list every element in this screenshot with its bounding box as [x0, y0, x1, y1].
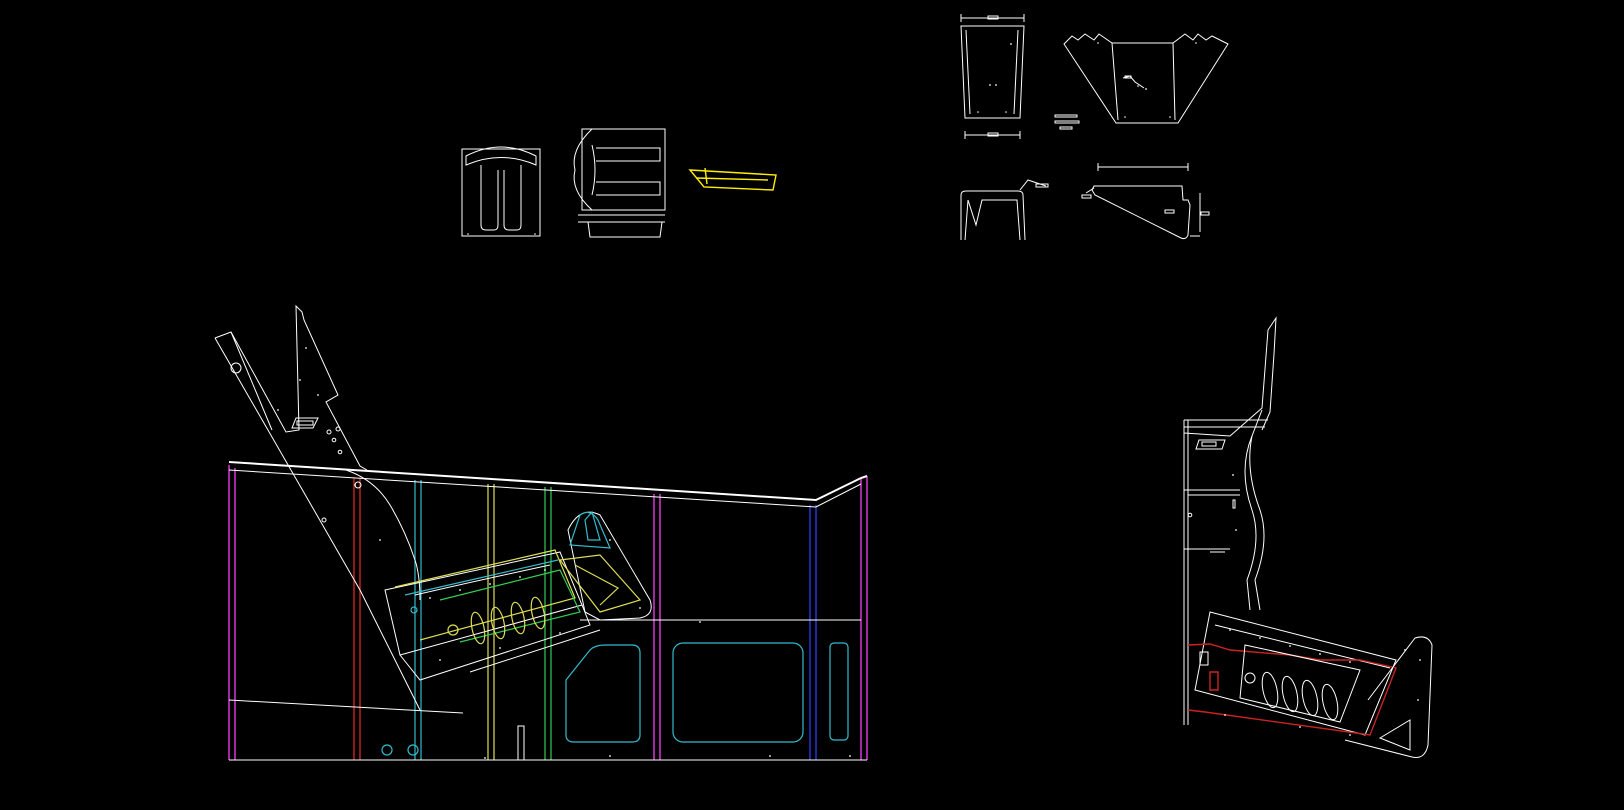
part-tapered-panel[interactable]: [960, 14, 1025, 139]
side-assembly[interactable]: [1183, 316, 1433, 758]
part-bent-bracket-side[interactable]: [960, 179, 1049, 241]
part-trapezoid-tray[interactable]: [1063, 33, 1229, 124]
access-cutout-left[interactable]: [565, 644, 641, 743]
joystick-mount-plate[interactable]: [558, 510, 652, 621]
part-side-panel-small[interactable]: [573, 128, 666, 238]
part-yellow-bracket[interactable]: [688, 167, 777, 191]
control-panel-assembly[interactable]: [384, 549, 601, 681]
access-cutout-center[interactable]: [672, 642, 804, 743]
part-angled-bracket[interactable]: [1081, 163, 1210, 240]
main-assembly[interactable]: [214, 304, 868, 761]
material-note: [1054, 114, 1080, 130]
part-front-panel-small[interactable]: [461, 146, 541, 237]
access-cutout-right[interactable]: [829, 642, 849, 741]
side-control-panel[interactable]: [1187, 611, 1397, 736]
side-joystick-plate[interactable]: [1344, 636, 1433, 758]
